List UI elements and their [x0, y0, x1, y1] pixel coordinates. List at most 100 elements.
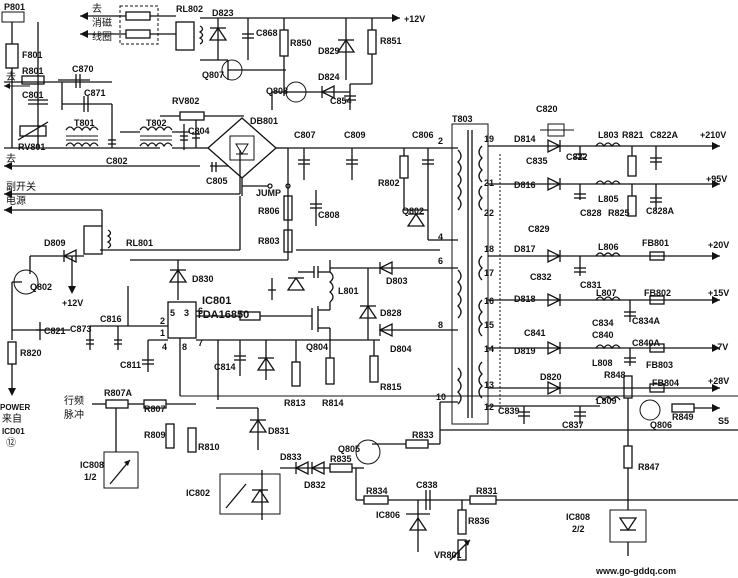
label-c834: C834: [592, 318, 614, 328]
label-ic802: IC802: [186, 488, 210, 498]
label-ic801: IC801: [202, 295, 231, 307]
pin-ic-4: 4: [162, 342, 167, 352]
p801-connector: [1, 11, 25, 23]
component-labels: P801 F801 R801 C801 RV801 C870 C871 T801…: [4, 2, 729, 560]
rail-15v: +15V: [708, 288, 729, 298]
label-c837: C837: [562, 420, 584, 430]
label-d820: D820: [540, 372, 562, 382]
label-c801: C801: [22, 90, 44, 100]
pin-ic-5: 5: [170, 308, 175, 318]
label-q807: Q807: [202, 70, 224, 80]
rail-12v-standby: +12V: [62, 298, 83, 308]
pin-numbers: 2 4 6 8 10 19 21 22 18 17 16 15 14 13 12…: [160, 134, 494, 412]
label-c822: C822: [566, 152, 588, 162]
label-r813: R813: [284, 398, 306, 408]
db801-bridge: [207, 117, 277, 179]
label-d803: D803: [386, 276, 408, 286]
pin-t803-16: 16: [484, 296, 494, 306]
label-d824: D824: [318, 72, 340, 82]
text-line-freq-1: 行频: [64, 394, 84, 407]
label-p801: P801: [4, 2, 25, 12]
label-q802: Q802: [30, 282, 52, 292]
label-c839: C839: [498, 406, 520, 416]
ic801-chip: [167, 301, 197, 339]
label-d832: D832: [304, 480, 326, 490]
rv802-ptc: [179, 111, 205, 121]
label-fb803: FB803: [646, 360, 673, 370]
label-c820: C820: [536, 104, 558, 114]
label-c854: C854: [330, 96, 352, 106]
rail-210v: +210V: [700, 130, 726, 140]
text-from: 来自: [2, 412, 22, 425]
label-c870: C870: [72, 64, 94, 74]
r801-resistor: [21, 75, 45, 85]
label-t803: T803: [452, 114, 473, 124]
ac-input-section: [1, 11, 241, 198]
label-tda16850: TDA16850: [196, 309, 249, 321]
label-r802: R802: [378, 178, 400, 188]
label-r801: R801: [22, 66, 44, 76]
label-r831: R831: [476, 486, 498, 496]
pin-t803-4: 4: [438, 232, 443, 242]
label-r833: R833: [412, 430, 434, 440]
text-degauss-1: 去: [92, 3, 102, 15]
label-fb802: FB802: [644, 288, 671, 298]
rv801-varistor: [19, 125, 47, 137]
label-s5: S5: [718, 416, 729, 426]
label-db801: DB801: [250, 116, 278, 126]
label-c835: C835: [526, 156, 548, 166]
ic801-section: [86, 259, 738, 400]
label-q808: Q808: [266, 86, 288, 96]
label-fb804: FB804: [652, 378, 679, 388]
label-d816: D816: [514, 180, 536, 190]
pin-t803-19: 19: [484, 134, 494, 144]
label-c811: C811: [120, 360, 141, 370]
pin-t803-14: 14: [484, 344, 494, 354]
label-ic808-a-sub: 1/2: [84, 472, 97, 482]
pin-ic-1: 1: [160, 328, 165, 338]
label-r848: R848: [604, 370, 626, 380]
label-c840a: C840A: [632, 338, 661, 348]
label-l807: L807: [596, 288, 617, 298]
label-l806: L806: [598, 242, 619, 252]
label-jump: JUMP: [256, 188, 281, 198]
label-d814: D814: [514, 134, 536, 144]
label-r850: R850: [290, 38, 312, 48]
label-l808: L808: [592, 358, 613, 368]
label-c828: C828: [580, 208, 602, 218]
text-degauss-3: 线圈: [92, 30, 112, 43]
pin-ic-8: 8: [182, 342, 187, 352]
pin-t803-8: 8: [438, 320, 443, 330]
rl802-dashed-box: [119, 5, 159, 45]
f801-fuse: [5, 43, 19, 69]
text-subswitch-2: 电源: [6, 194, 26, 207]
label-ic808-a: IC808: [80, 460, 104, 470]
pin-t803-21: 21: [484, 178, 494, 188]
label-t801: T801: [74, 118, 95, 128]
label-c834a: C834A: [632, 316, 661, 326]
label-l801: L801: [338, 286, 359, 296]
rail-20v: +20V: [708, 240, 729, 250]
pin-ic-7: 7: [198, 338, 203, 348]
pin-t803-6: 6: [438, 256, 443, 266]
label-d819: D819: [514, 346, 536, 356]
label-r847: R847: [638, 462, 660, 472]
pin-t803-18: 18: [484, 244, 494, 254]
label-r851: R851: [380, 36, 402, 46]
label-d804: D804: [390, 344, 412, 354]
label-d833: D833: [280, 452, 302, 462]
label-d828: D828: [380, 308, 402, 318]
label-c828a: C828A: [646, 206, 675, 216]
label-r820: R820: [20, 348, 42, 358]
label-c840: C840: [592, 330, 614, 340]
pin-ic-2: 2: [160, 316, 165, 326]
label-c804: C804: [188, 126, 210, 136]
label-ic808-b: IC808: [566, 512, 590, 522]
label-rv801: RV801: [18, 142, 45, 152]
feedback-section: [92, 399, 738, 561]
watermark-text: www.go-gddq.com: [595, 566, 676, 576]
label-c873: C873: [70, 324, 92, 334]
pin-t803-2: 2: [438, 136, 443, 146]
pin-t803-13: 13: [484, 380, 494, 390]
label-c805: C805: [206, 176, 228, 186]
